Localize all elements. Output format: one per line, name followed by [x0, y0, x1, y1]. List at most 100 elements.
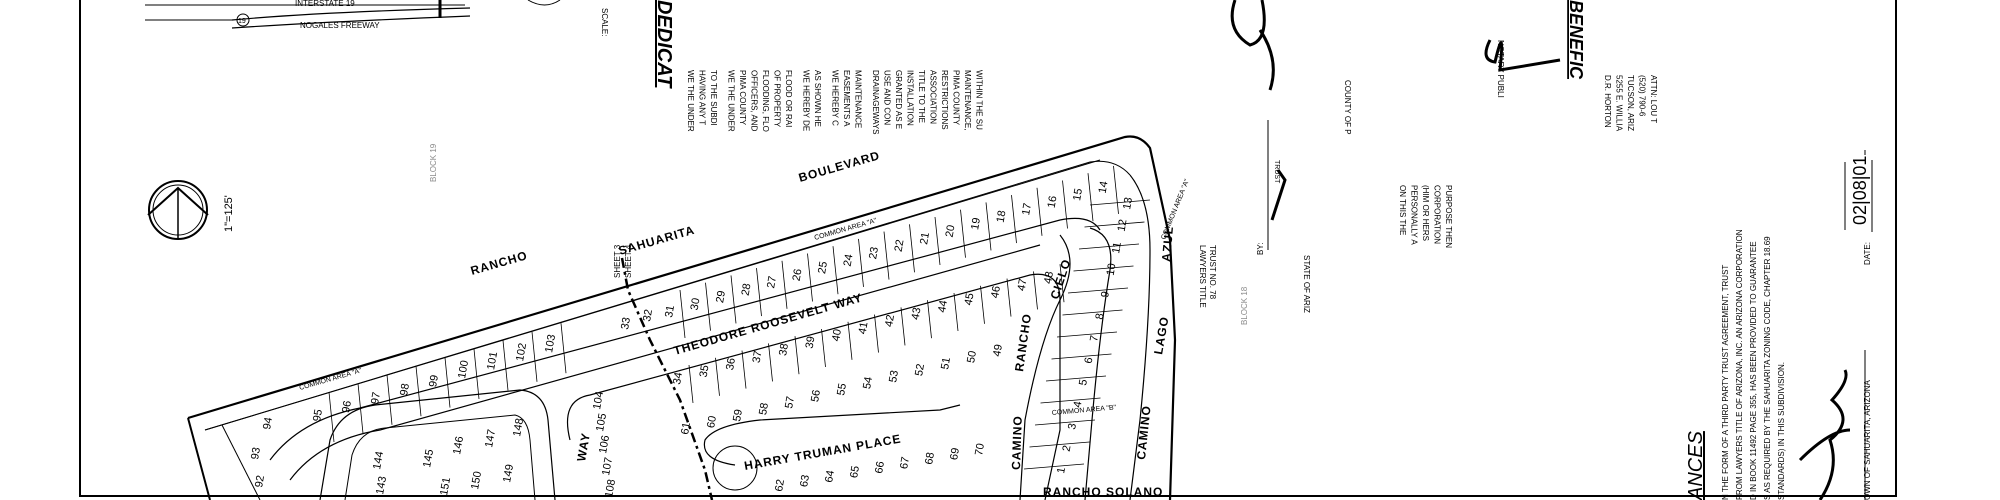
- beneficiary-line: 5255 E. WILLIA: [1615, 75, 1624, 132]
- lot-divider: [1087, 173, 1094, 222]
- trust-by-label: BY:: [1256, 243, 1265, 255]
- lot-number: 108: [603, 478, 618, 498]
- lot-divider: [1113, 165, 1119, 214]
- lot-number: 36: [724, 357, 738, 371]
- lot-number: 99: [427, 374, 441, 388]
- dedication-line: AS SHOWN HE: [813, 70, 822, 127]
- lot-number: 148: [511, 417, 526, 437]
- lot-number: 22: [893, 239, 907, 253]
- lot-divider: [1033, 271, 1038, 310]
- north-arrow-icon: [147, 180, 209, 240]
- lot-divider: [741, 350, 747, 389]
- lot-number: 9: [1099, 290, 1112, 298]
- lot-number: 40: [830, 328, 844, 342]
- beneficiary-line: ATTN: LOU T: [1649, 75, 1658, 123]
- lot-divider: [1059, 264, 1065, 303]
- lot-number: 44: [936, 299, 950, 313]
- sheet-match-line: [620, 257, 714, 500]
- lot-number: 16: [1046, 195, 1060, 209]
- lot-number: 14: [1097, 180, 1111, 194]
- lot-divider: [874, 314, 879, 353]
- cul-de-sac-circle: [712, 445, 758, 491]
- lot-number: 56: [809, 389, 823, 403]
- lot-divider: [1056, 331, 1118, 338]
- lot-number: 29: [714, 290, 728, 304]
- lot-number: 106: [597, 434, 612, 454]
- dedication-line: DRAINAGEWAYS: [871, 70, 880, 134]
- beneficiary-line: TUCSON, ARIZ: [1626, 75, 1635, 131]
- lot-divider: [1045, 375, 1107, 382]
- lot-number: 27: [765, 275, 779, 289]
- lot-number: 70: [973, 442, 987, 456]
- lot-divider: [1051, 353, 1112, 360]
- road-label-lago: LAGO: [1151, 315, 1172, 356]
- road-rancho-cielo: [1019, 234, 1071, 500]
- lot-number: 39: [804, 335, 818, 349]
- lot-divider: [927, 300, 932, 339]
- dedication-line: EASEMENTS A: [842, 70, 851, 127]
- beneficiary-line: (520) 790-6: [1638, 75, 1647, 117]
- lot-number: 45: [963, 292, 977, 306]
- lot-divider: [444, 357, 451, 408]
- lot-number: 97: [369, 391, 383, 405]
- dedication-line: MAINTENANCE,: [963, 70, 972, 130]
- assurance-line: STANDARDS) IN THIS SUBDIVISION.: [1777, 362, 1786, 500]
- road-label-boulevard: BOULEVARD: [797, 148, 882, 185]
- dedication-line: FLOOD OR RAI: [784, 70, 793, 127]
- lot-number: 65: [848, 465, 862, 479]
- lot-divider: [705, 282, 711, 331]
- assurance-line: S AS REQUIRED BY THE SAHUARITA ZONING CO…: [1763, 236, 1772, 500]
- dedication-line: GRANTED AS E: [894, 70, 903, 129]
- lot-divider: [1006, 278, 1012, 317]
- lot-number: 94: [261, 416, 275, 430]
- lot-divider: [1089, 199, 1151, 206]
- lot-number: 144: [371, 450, 386, 470]
- lot-number: 146: [451, 435, 466, 455]
- trust-signature: [1230, 0, 1275, 91]
- lot-number: 104: [591, 390, 606, 410]
- trust-sig-label: TRUST: [1273, 160, 1280, 184]
- lot-number: 54: [861, 376, 875, 390]
- lot-number: 8: [1094, 312, 1107, 320]
- scale-label: SCALE:: [600, 8, 609, 36]
- lot-number: 105: [594, 412, 609, 432]
- lot-divider: [960, 209, 966, 258]
- lot-number: 55: [835, 382, 849, 396]
- lot-divider: [847, 321, 853, 360]
- lot-number: 92: [253, 474, 267, 488]
- lot-number: 19: [969, 217, 983, 231]
- lot-number: 96: [340, 400, 354, 414]
- lot-number: 69: [948, 447, 962, 461]
- lot-divider: [794, 336, 800, 375]
- assurances-text: N THE FORM OF A THIRD PARTY TRUST AGREEM…: [1721, 229, 1786, 500]
- road-label-rancho: RANCHO: [469, 248, 529, 278]
- lot-number: 47: [1016, 278, 1030, 292]
- road-label-azul: AZUL: [1159, 225, 1176, 262]
- lot-number: 12: [1116, 218, 1130, 232]
- harry-truman-cul-de-sac: [703, 404, 961, 466]
- lot-divider: [858, 238, 864, 287]
- road-label-rancho-solano: RANCHO SOLANO: [1043, 485, 1163, 499]
- lot-number: 61: [679, 421, 693, 435]
- lot-number: 62: [773, 478, 787, 492]
- lot-number: 67: [898, 456, 912, 470]
- assurance-line: D IN BOOK 11492 PAGE 355, HAS BEEN PROVI…: [1749, 241, 1758, 500]
- lot-number: 58: [757, 402, 771, 416]
- common-area-label-1: COMMON AREA "A": [299, 367, 363, 392]
- lot-number: 107: [600, 456, 615, 476]
- dedication-line: WE HEREBY C: [831, 70, 840, 126]
- lot-number: 42: [883, 314, 897, 328]
- dedication-line: PIMA COUNTY: [952, 70, 961, 126]
- sheet-3-label: SHEET 3: [613, 244, 622, 278]
- assurances-town: OWN OF SAHUARITA, ARIZONA: [1863, 379, 1872, 500]
- lot-divider: [328, 391, 335, 443]
- lot-divider: [821, 328, 826, 368]
- dedication-line: ASSOCIATION: [929, 70, 938, 124]
- road-theodore-roosevelt: [269, 217, 1101, 481]
- lot-number: 7: [1088, 334, 1101, 342]
- trust-block-2: TRUST NO. 78: [1208, 245, 1217, 300]
- lot-divider: [900, 307, 906, 346]
